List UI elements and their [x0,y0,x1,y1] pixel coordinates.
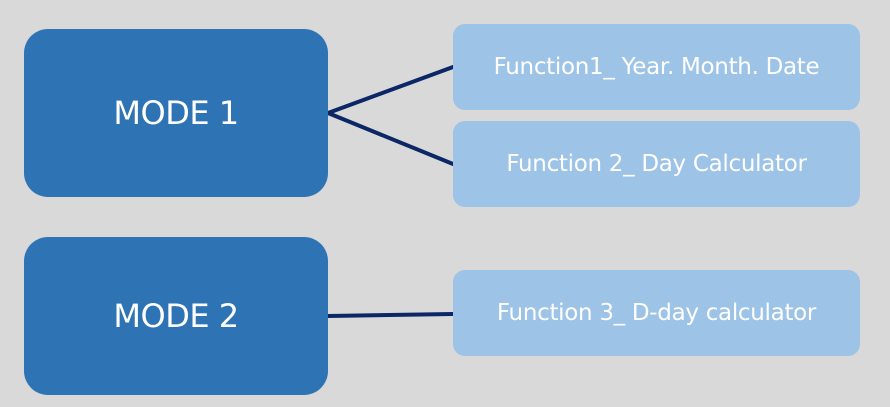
mode-1-label: MODE 1 [113,94,239,132]
connector-mode1-function2 [326,111,455,166]
connector-mode1-function1 [326,65,455,115]
function-1-label: Function1_ Year. Month. Date [493,54,820,80]
function-3-label: Function 3_ D-day calculator [496,300,817,326]
function-3-box: Function 3_ D-day calculator [453,270,860,356]
connector-mode2-function3 [326,312,455,318]
function-2-box: Function 2_ Day Calculator [453,121,860,207]
function-1-box: Function1_ Year. Month. Date [453,24,860,110]
mode-2-box: MODE 2 [24,237,328,395]
mode-2-label: MODE 2 [113,297,239,335]
function-2-label: Function 2_ Day Calculator [506,151,807,177]
mode-1-box: MODE 1 [24,29,328,197]
